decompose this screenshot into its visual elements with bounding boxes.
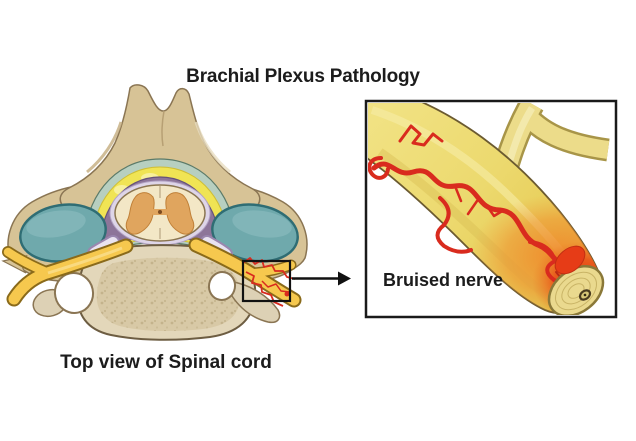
left-facet-joint [19, 203, 107, 263]
figure-caption: Top view of Spinal cord [60, 352, 272, 373]
page-title: Brachial Plexus Pathology [186, 66, 420, 87]
nerve-cross-section [547, 245, 605, 315]
spinal-cord [109, 180, 211, 246]
left-nerve-root [2, 238, 134, 307]
zoom-arrow-icon [292, 271, 351, 286]
inset-box [364, 99, 618, 319]
bruise-selection-box [241, 259, 292, 303]
central-canal [158, 210, 162, 214]
right-transverse-foramen [207, 271, 237, 301]
right-nerve-root [188, 237, 302, 308]
right-facet-joint [211, 203, 299, 263]
bruised-nerve-label: Bruised nerve [383, 270, 504, 290]
bleed-cap [554, 245, 586, 275]
vertebra-illustration [1, 84, 308, 341]
bruised-nerve-illustration [368, 103, 610, 315]
